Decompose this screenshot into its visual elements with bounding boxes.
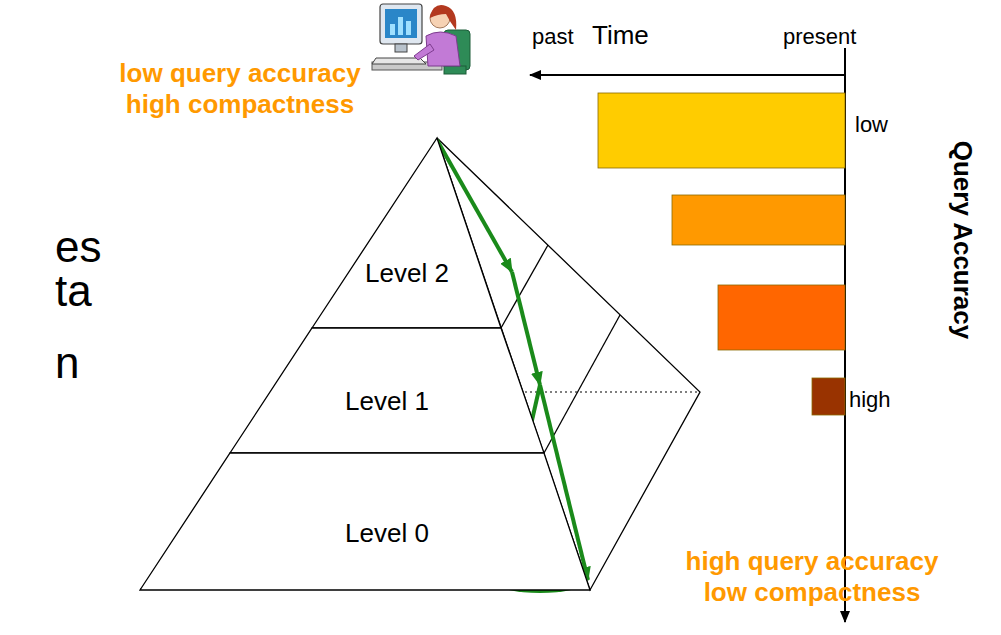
slide-text-fragment: es	[55, 222, 101, 272]
drill-arrow-segment	[512, 272, 540, 385]
time-axis-part	[530, 74, 845, 76]
accuracy-end-label: high	[849, 387, 891, 413]
accuracy-bars-part	[598, 93, 845, 168]
user-icon-part	[444, 66, 466, 74]
accuracy-end-label: low	[855, 112, 888, 138]
user-icon-part	[398, 17, 403, 35]
slide-text-fragment: ta	[55, 266, 92, 316]
trade-off-note: high query accuracy low compactness	[667, 546, 957, 608]
axis-end-label: past	[532, 24, 574, 50]
band-polygon	[312, 138, 501, 328]
user-icon-part	[430, 5, 456, 30]
accuracy-bars-part	[812, 378, 845, 415]
time-axis	[530, 48, 845, 622]
drill-arrow	[512, 272, 540, 385]
trade-off-note: low query accuracy high compactness	[95, 58, 385, 120]
user-icon-part	[395, 44, 407, 52]
hidden-edges	[140, 138, 700, 590]
pyramid-right-face-part	[544, 315, 620, 453]
accuracy-bars-part	[672, 195, 845, 245]
user-icon-part	[380, 4, 422, 44]
user-icon-part	[406, 21, 411, 35]
axis-title: Query Accuracy	[947, 141, 978, 339]
pyramid-level-band: Level 0	[140, 453, 590, 590]
pyramid-level-band: Level 2	[312, 138, 501, 328]
level-label: Level 0	[345, 518, 429, 549]
axis-title: Time	[592, 20, 649, 51]
accuracy-bars-part	[718, 285, 845, 350]
level-label: Level 1	[345, 386, 429, 417]
axis-end-label: present	[783, 24, 856, 50]
user-icon	[372, 4, 470, 74]
user-icon-part	[385, 9, 417, 38]
level-label: Level 2	[365, 258, 449, 289]
user-icon-part	[390, 24, 395, 35]
band-outline	[312, 138, 501, 328]
band-polygon	[230, 328, 544, 453]
accuracy-bars	[598, 93, 845, 415]
slide-text-fragment: n	[55, 338, 79, 388]
band-polygon	[140, 453, 590, 590]
user-icon-part	[414, 44, 434, 60]
pyramid-level-band: Level 1	[230, 328, 544, 453]
